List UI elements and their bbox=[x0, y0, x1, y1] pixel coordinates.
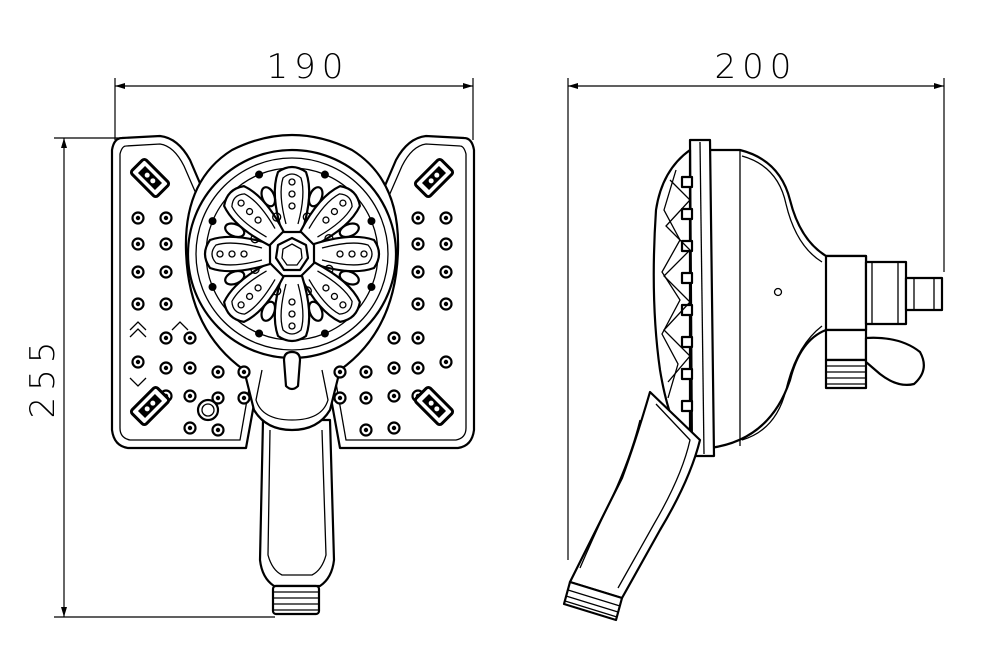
dimension-label-200: 200 bbox=[715, 47, 798, 87]
dimension-label-190: 190 bbox=[267, 47, 350, 87]
dimension-label-255: 255 bbox=[23, 336, 63, 419]
dimension-front-width: 190 bbox=[114, 47, 474, 140]
shower-head-front-icon bbox=[110, 133, 476, 616]
dimension-height: 255 bbox=[23, 137, 275, 618]
shower-head-side-icon bbox=[562, 138, 944, 622]
dimension-side-depth: 200 bbox=[567, 47, 945, 560]
